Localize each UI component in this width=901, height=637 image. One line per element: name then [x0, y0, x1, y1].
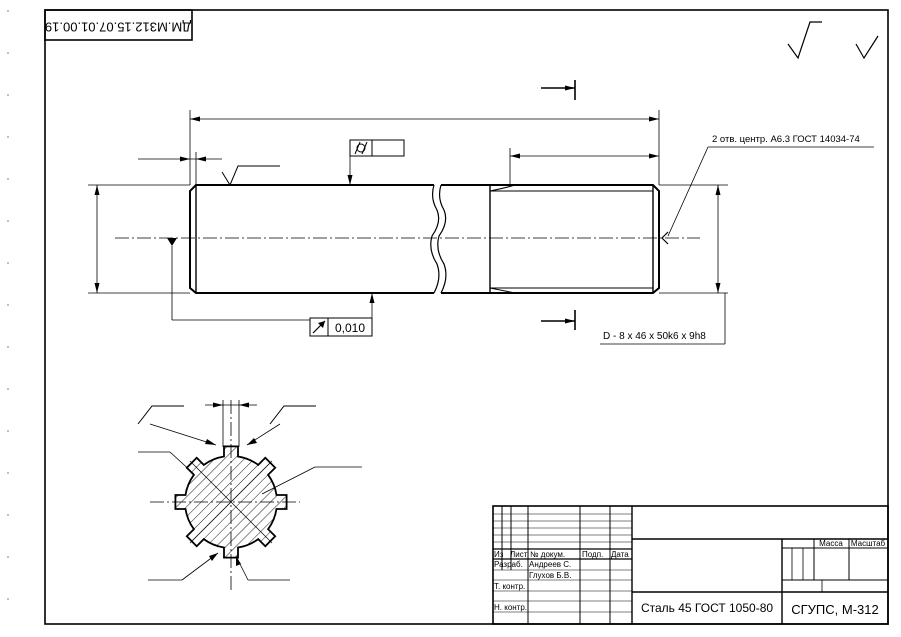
centering-note-text: 2 отв. центр. А6.3 ГОСТ 14034-74 [712, 134, 860, 145]
scale-label: Масштаб [851, 539, 886, 548]
drawing-code: ДМ.М312.15.07.01.00.19 [45, 20, 191, 35]
row-checker: Пров. [494, 571, 515, 580]
header-sign: Подп. [582, 550, 603, 559]
cylindricity-tolerance-frame [347, 139, 405, 185]
runout-value: 0,010 [335, 321, 365, 335]
mass-label: Масса [819, 539, 843, 548]
drawing-code-box: ДМ.М312.15.07.01.00.19 [44, 9, 193, 41]
drawing-frame [44, 9, 889, 625]
runout-tolerance-frame: 0,010 [171, 246, 375, 337]
shaft-main-view [115, 184, 700, 294]
surface-roughness-leader [221, 165, 280, 187]
cylindricity-symbol-icon [354, 141, 368, 155]
row-norm-control: Н. контр. [494, 603, 527, 612]
header-iz: Из [494, 550, 504, 559]
organization-text: СГУПС, М-312 [791, 602, 879, 617]
header-date: Дата [611, 550, 629, 559]
main-view-dimensions [88, 80, 728, 330]
checker-name: Глухов Б.В. [529, 571, 571, 580]
datum-triangle-icon [167, 238, 177, 246]
row-developer: Разраб. [494, 560, 523, 569]
runout-symbol-icon [312, 320, 326, 334]
developer-name: Андреев С. [529, 560, 571, 569]
roughness-symbol-icon [787, 21, 822, 60]
spline-note: D - 8 x 46 x 50k6 x 9h8 [600, 293, 726, 345]
header-list: Лист [510, 550, 528, 559]
header-doc-no: № докум. [530, 550, 565, 559]
material-text: Сталь 45 ГОСТ 1050-80 [641, 601, 773, 615]
centering-note: 2 отв. центр. А6.3 ГОСТ 14034-74 [667, 134, 874, 237]
row-tech-control: Т. контр. [494, 582, 525, 591]
spline-note-text: D - 8 x 46 x 50k6 x 9h8 [603, 331, 706, 342]
roughness-check-icon [855, 35, 879, 60]
section-dimensions [137, 400, 362, 581]
title-block: Из Лист № докум. Подп. Дата Разраб. Пров… [492, 505, 889, 625]
spline-cross-section [150, 400, 300, 590]
